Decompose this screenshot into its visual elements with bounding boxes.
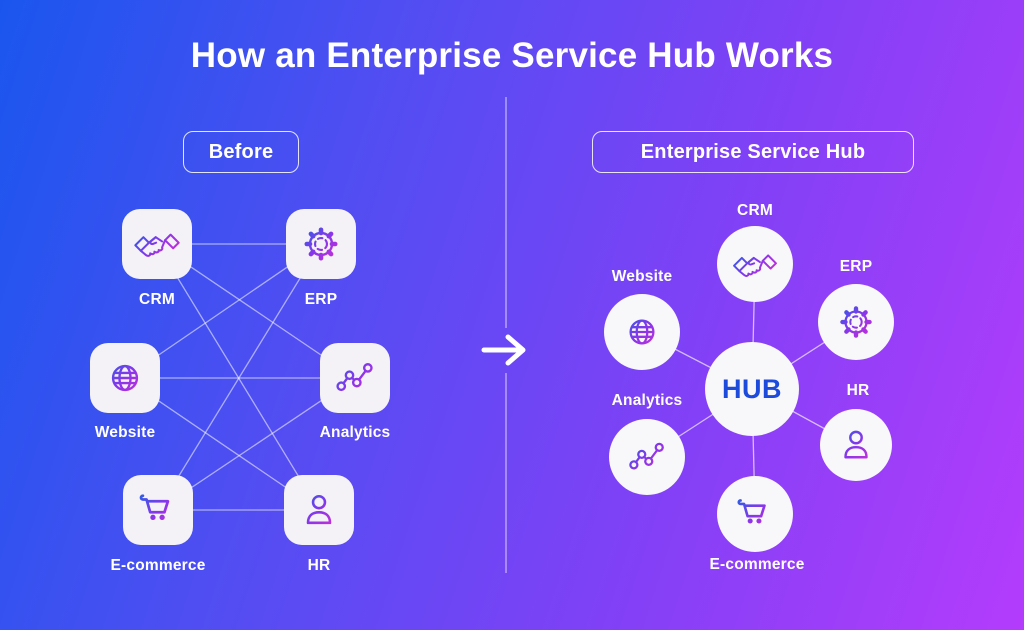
enterprise-service-hub-badge: Enterprise Service Hub [592,131,914,173]
chart-nodes-icon [336,363,373,392]
handshake-icon [733,253,777,277]
before-label-ecommerce: E-commerce [110,557,206,574]
globe-icon [111,364,139,392]
after-circle-crm [717,226,793,302]
globe-icon [629,319,655,345]
hub-label: HUB [722,373,782,404]
cart-icon [139,494,170,520]
before-card-website [90,343,160,413]
after-circle-hr [820,409,892,481]
cart-icon [737,499,766,524]
page-title: How an Enterprise Service Hub Works [190,36,834,75]
after-label-website: Website [611,268,673,285]
chart-nodes-icon [629,442,664,470]
before-label-crm: CRM [139,291,175,308]
person-icon [844,430,868,459]
person-icon [306,494,332,525]
before-card-ecommerce [123,475,193,545]
right-arrow-icon [481,334,526,366]
after-circle-ecommerce [717,476,793,552]
before-card-analytics [320,343,390,413]
after-label-hr: HR [846,382,870,399]
gear-icon [304,227,338,261]
after-label-ecommerce: E-commerce [709,556,805,573]
handshake-icon [134,233,180,257]
after-circle-erp [818,284,894,360]
before-label-analytics: Analytics [319,424,391,441]
after-circle-website [604,294,680,370]
after-label-crm: CRM [737,202,773,219]
before-card-crm [122,209,192,279]
after-label-erp: ERP [839,258,873,275]
after-circle-analytics [609,419,685,495]
before-label-erp: ERP [304,291,338,308]
after-label-analytics: Analytics [611,392,683,409]
before-badge: Before [183,131,299,173]
before-label-website: Website [94,424,156,441]
before-card-erp [286,209,356,279]
before-card-hr [284,475,354,545]
before-label-hr: HR [307,557,331,574]
hub-circle: HUB [705,342,799,436]
gear-icon [840,306,872,338]
